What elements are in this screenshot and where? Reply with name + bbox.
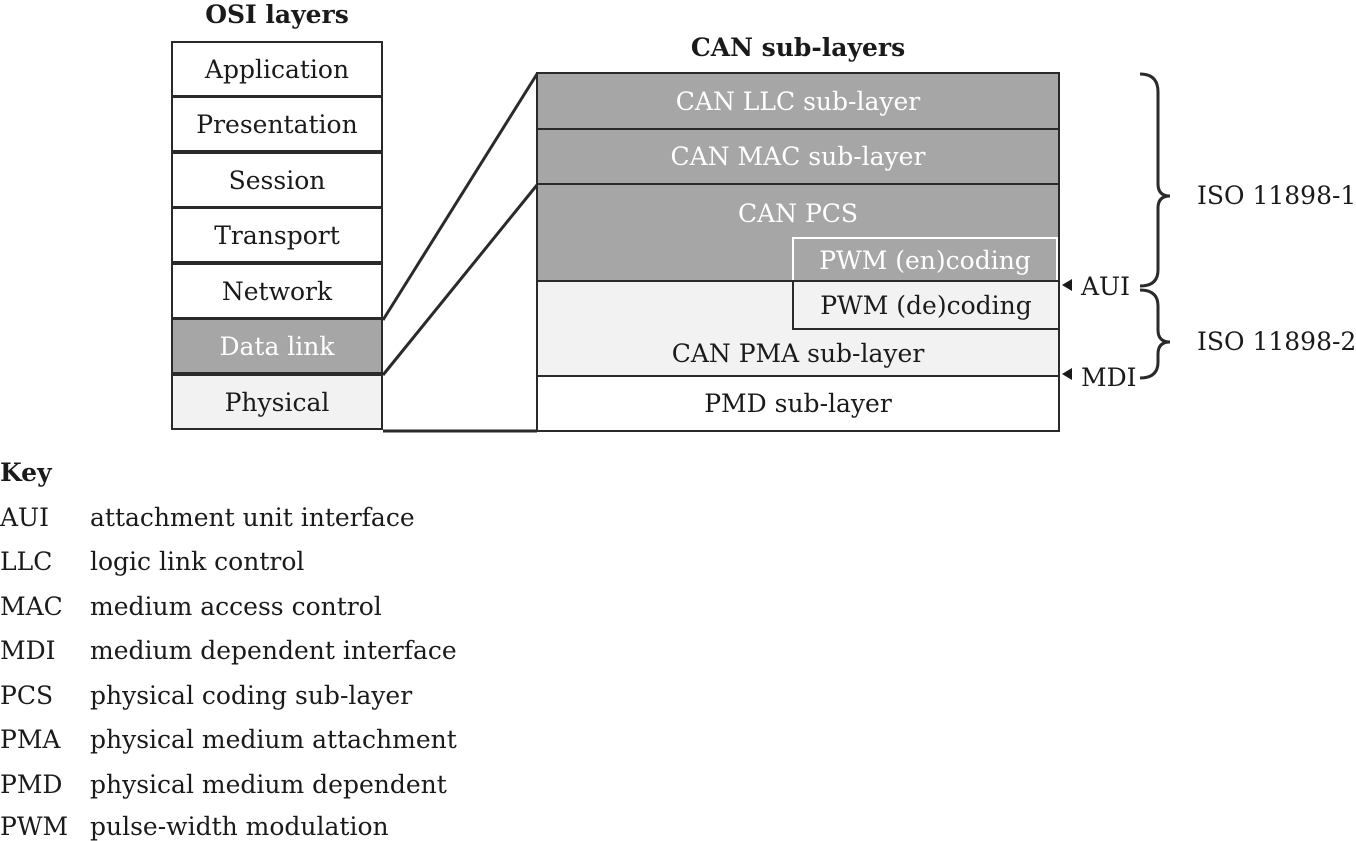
osi-layers-title: OSI layers	[205, 0, 349, 29]
iso-11898-2-brace	[1139, 288, 1171, 380]
key-abbr: PCS	[0, 681, 54, 710]
osi-layer-presentation: Presentation	[171, 96, 383, 152]
aui-label: AUI	[1081, 272, 1130, 301]
can-mac-sub-layer: CAN MAC sub-layer	[536, 128, 1060, 185]
data-link-top-connector	[381, 73, 539, 321]
data-link-bottom-connector	[381, 184, 539, 376]
key-abbr: MDI	[0, 636, 56, 665]
key-definition: attachment unit interface	[90, 503, 415, 532]
osi-layer-network: Network	[171, 263, 383, 319]
mdi-label: MDI	[1081, 363, 1137, 392]
key-title: Key	[0, 458, 52, 487]
osi-layer-physical: Physical	[171, 374, 383, 430]
key-definition: medium access control	[90, 592, 382, 621]
key-definition: pulse-width modulation	[90, 812, 389, 841]
key-abbr: LLC	[0, 547, 53, 576]
pwm-decoding-box: PWM (de)coding	[792, 280, 1060, 330]
key-definition: physical medium dependent	[90, 770, 447, 799]
key-abbr: AUI	[0, 503, 49, 532]
key-abbr: PMA	[0, 725, 61, 754]
can-pcs-label: CAN PCS	[737, 199, 859, 228]
can-pma-label: CAN PMA sub-layer	[671, 339, 925, 368]
key-definition: physical medium attachment	[90, 725, 457, 754]
key-abbr: PMD	[0, 770, 63, 799]
key-abbr: PWM	[0, 812, 69, 841]
key-abbr: MAC	[0, 592, 63, 621]
can-sub-layers-title: CAN sub-layers	[690, 33, 906, 62]
aui-arrow-icon	[1062, 279, 1072, 291]
osi-layer-data-link: Data link	[171, 318, 383, 374]
key-definition: logic link control	[90, 547, 305, 576]
key-definition: physical coding sub-layer	[90, 681, 413, 710]
pwm-encoding-box: PWM (en)coding	[792, 237, 1058, 282]
mdi-arrow-icon	[1062, 368, 1072, 380]
iso-11898-1-brace	[1139, 72, 1171, 288]
osi-layer-transport: Transport	[171, 207, 383, 263]
osi-layer-application: Application	[171, 41, 383, 97]
iso-11898-1-label: ISO 11898-1	[1197, 181, 1356, 210]
key-definition: medium dependent interface	[90, 636, 457, 665]
iso-11898-2-label: ISO 11898-2	[1197, 327, 1356, 356]
pmd-sub-layer: PMD sub-layer	[536, 375, 1060, 432]
